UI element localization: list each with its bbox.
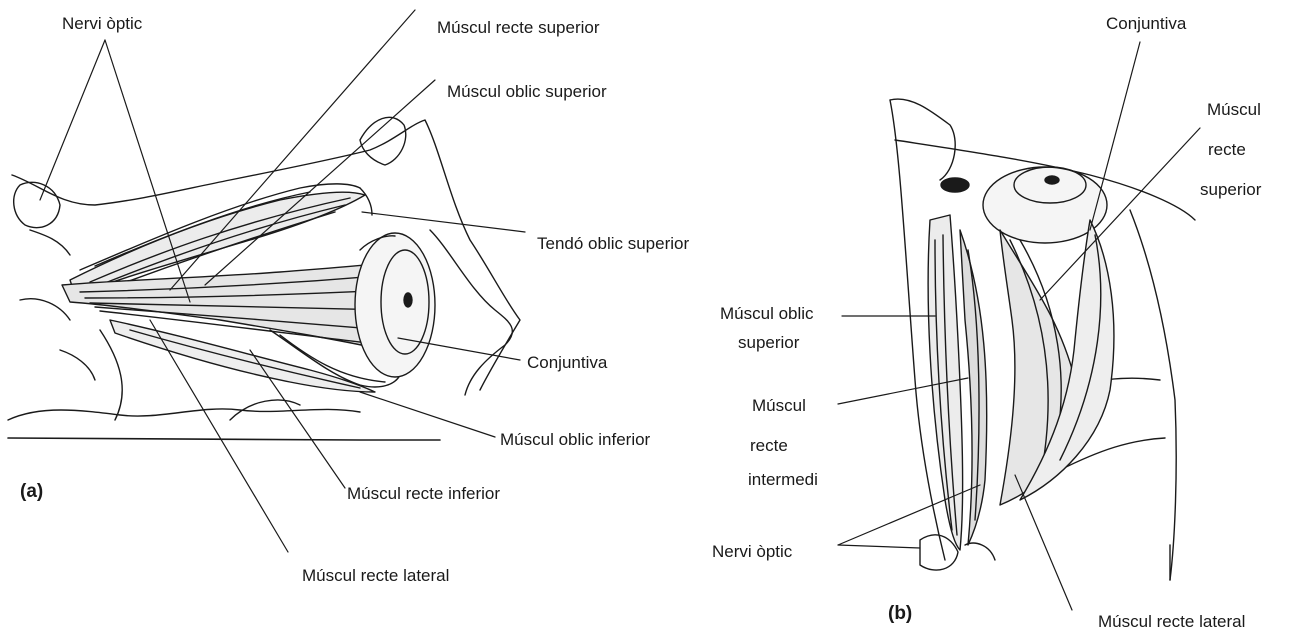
face-profile: [430, 230, 512, 395]
label-muscul-recte-superior-b-line1: Múscul: [1207, 100, 1261, 120]
label-muscul-oblic-superior-a: Múscul oblic superior: [447, 82, 607, 102]
superior-oblique-tendon: [360, 188, 372, 215]
label-muscul-recte-superior-a: Múscul recte superior: [437, 18, 600, 38]
leader-recte-lateral-b: [1015, 475, 1072, 610]
pupil-b: [1045, 176, 1059, 184]
leader-conjuntiva-b: [1090, 42, 1140, 230]
orbit-roof-contour: [12, 120, 520, 390]
leader-nervi-optic-1: [40, 40, 105, 200]
label-muscul-recte-intermedi-line3: intermedi: [748, 470, 818, 490]
optic-nerve-stub: [14, 182, 60, 227]
label-muscul-recte-superior-b-line3: superior: [1200, 180, 1261, 200]
label-tendo-oblic-superior: Tendó oblic superior: [537, 234, 689, 254]
leader-nervi-optic-b1: [838, 545, 920, 548]
panel-a-illustration: [8, 117, 520, 440]
label-muscul-oblic-superior-b-line1: Múscul oblic: [720, 304, 814, 324]
label-muscul-recte-intermedi-line2: recte: [750, 436, 788, 456]
panel-b-illustration: [890, 99, 1195, 580]
skull-base-line: [8, 438, 440, 440]
label-muscul-recte-intermedi-line1: Múscul: [752, 396, 806, 416]
label-muscul-recte-superior-b-line2: recte: [1208, 140, 1246, 160]
optic-nerve-b: [920, 535, 958, 570]
label-muscul-recte-lateral-b: Múscul recte lateral: [1098, 612, 1245, 632]
label-muscul-oblic-inferior: Múscul oblic inferior: [500, 430, 650, 450]
orbit-rim-right: [1130, 210, 1176, 580]
label-conjuntiva-b: Conjuntiva: [1106, 14, 1186, 34]
panel-b-tag: (b): [888, 604, 912, 624]
label-nervi-optic-b: Nervi òptic: [712, 542, 792, 562]
label-muscul-recte-lateral-a: Múscul recte lateral: [302, 566, 449, 586]
leader-oblic-inferior: [360, 392, 495, 437]
label-muscul-recte-inferior: Múscul recte inferior: [347, 484, 500, 504]
label-muscul-oblic-superior-b-line2: superior: [738, 333, 799, 353]
panel-a-tag: (a): [20, 482, 43, 502]
label-nervi-optic-a: Nervi òptic: [62, 14, 142, 34]
pupil-a: [404, 293, 412, 307]
leader-tendo-oblic: [362, 212, 525, 232]
label-conjuntiva-a: Conjuntiva: [527, 353, 607, 373]
medial-rectus-muscle: [960, 230, 987, 545]
